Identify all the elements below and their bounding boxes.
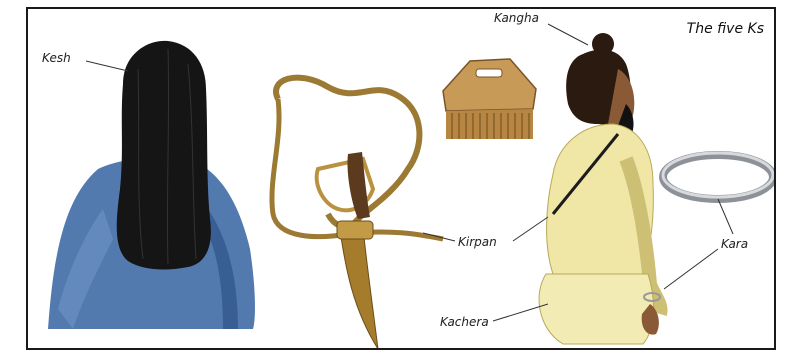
- kangha-comb: [443, 59, 536, 139]
- kirpan-sword: [272, 78, 443, 349]
- kesh-figure: [48, 41, 255, 329]
- label-kachera: Kachera: [440, 315, 489, 329]
- five-ks-illustration: [28, 9, 776, 350]
- diagram-title: The five Ks: [687, 21, 764, 37]
- kara-bangle: [663, 153, 773, 199]
- illustration-frame: The five Ks Kesh Kangha Kirpan Kara Kach…: [26, 7, 776, 350]
- label-kesh: Kesh: [42, 51, 71, 65]
- label-kirpan: Kirpan: [458, 235, 497, 249]
- label-kara: Kara: [721, 237, 748, 251]
- label-kangha: Kangha: [494, 11, 539, 25]
- sikh-man-figure: [539, 33, 661, 344]
